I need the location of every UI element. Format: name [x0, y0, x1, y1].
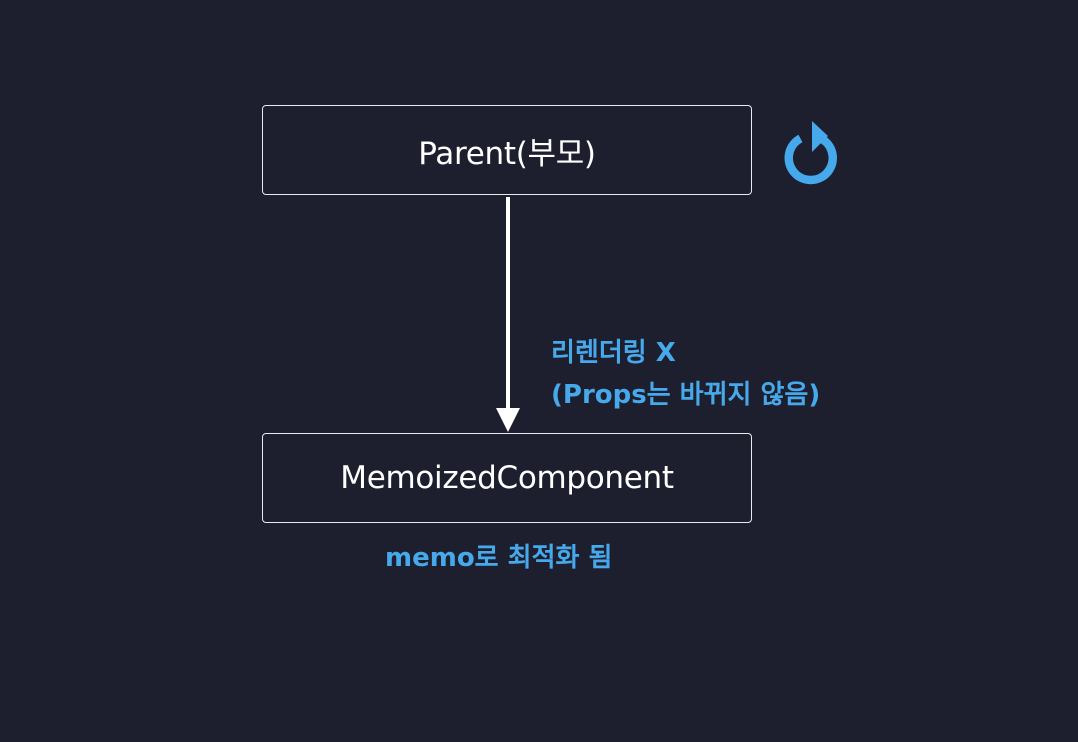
memoized-component-node: MemoizedComponent	[262, 433, 752, 523]
memo-optimized-note: memo로 최적화 됨	[385, 543, 613, 573]
parent-node-label: Parent(부모)	[418, 135, 596, 172]
parent-to-child-arrowhead	[496, 408, 520, 432]
edge-annotation-line2: (Props는 바뀌지 않음)	[551, 380, 821, 410]
refresh-icon	[784, 121, 837, 185]
edge-annotation-line1: 리렌더링 X	[551, 338, 676, 368]
parent-node: Parent(부모)	[262, 105, 752, 195]
memoized-component-label: MemoizedComponent	[340, 460, 674, 496]
